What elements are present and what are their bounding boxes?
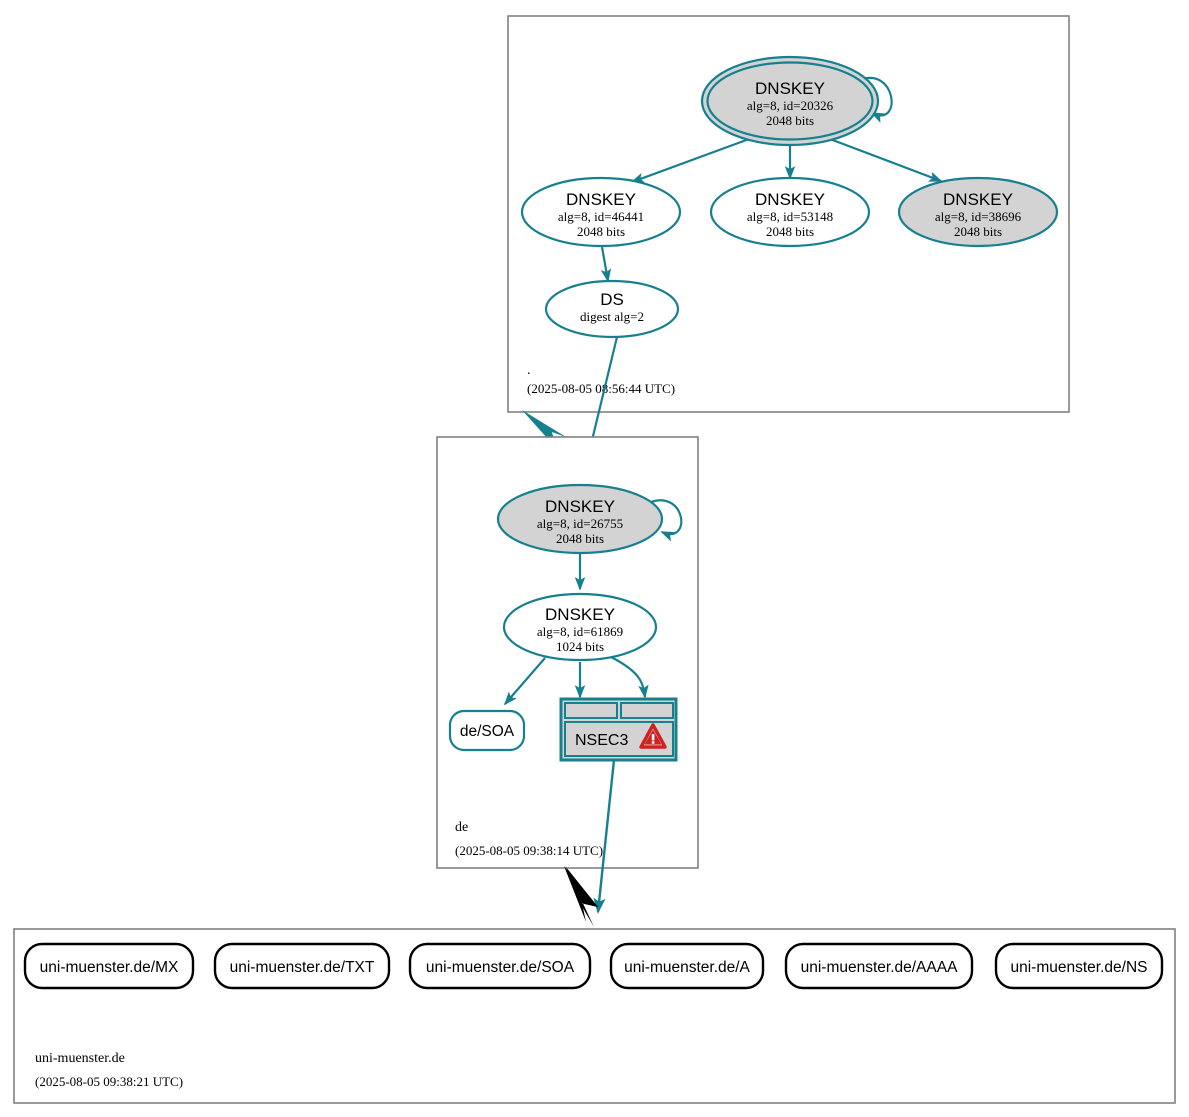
node-root-53148-line2: alg=8, id=53148	[747, 209, 833, 224]
delegation-arrow-root-to-de	[522, 410, 566, 452]
record-node-mx[interactable]: uni-muenster.de/MX	[23, 942, 195, 990]
node-root-38696-line3: 2048 bits	[954, 224, 1002, 239]
record-node-aaaa[interactable]: uni-muenster.de/AAAA	[784, 942, 974, 990]
node-root-ksk-dnskey-20326[interactable]: DNSKEY alg=8, id=20326 2048 bits	[700, 55, 880, 147]
node-root-46441-title: DNSKEY	[566, 190, 636, 209]
node-de-zsk-line3: 1024 bits	[556, 639, 604, 654]
cluster-uni-muenster: uni-muenster.de (2025-08-05 09:38:21 UTC…	[13, 928, 1176, 1104]
delegation-arrow-de-to-uni-muenster	[564, 866, 598, 927]
cluster-uni-muenster-border	[13, 928, 1176, 1104]
node-de-ksk-line2: alg=8, id=26755	[537, 516, 623, 531]
node-root-ds-title: DS	[600, 290, 624, 309]
node-root-dnskey-38696[interactable]: DNSKEY alg=8, id=38696 2048 bits	[897, 176, 1059, 248]
nsec3-header-cell-2	[620, 702, 674, 719]
edge-root-ksk-selfsign	[859, 76, 893, 123]
node-root-53148-line3: 2048 bits	[766, 224, 814, 239]
node-root-ds[interactable]: DS digest alg=2	[544, 279, 680, 339]
node-root-53148-title: DNSKEY	[755, 190, 825, 209]
node-de-ksk-line3: 2048 bits	[556, 531, 604, 546]
record-node-txt[interactable]: uni-muenster.de/TXT	[213, 942, 391, 990]
edge-root-ksk-to-46441	[630, 133, 761, 184]
edge-de-zsk-to-nsec3-b	[610, 656, 649, 699]
record-label-mx: uni-muenster.de/MX	[40, 959, 179, 976]
node-root-ds-line2: digest alg=2	[580, 309, 644, 324]
record-label-aaaa: uni-muenster.de/AAAA	[801, 959, 958, 976]
node-root-ksk-line2: alg=8, id=20326	[747, 98, 834, 113]
record-label-a: uni-muenster.de/A	[624, 959, 750, 976]
node-root-46441-line2: alg=8, id=46441	[558, 209, 644, 224]
nsec3-header-cell-1	[564, 702, 618, 719]
record-label-txt: uni-muenster.de/TXT	[230, 959, 375, 976]
node-de-ksk-dnskey-26755[interactable]: DNSKEY alg=8, id=26755 2048 bits	[496, 483, 664, 555]
node-root-ksk-title: DNSKEY	[755, 79, 825, 98]
node-root-dnskey-53148[interactable]: DNSKEY alg=8, id=53148 2048 bits	[709, 176, 871, 248]
node-de-soa-label: de/SOA	[460, 723, 515, 740]
node-de-zsk-title: DNSKEY	[545, 605, 615, 624]
node-root-dnskey-46441[interactable]: DNSKEY alg=8, id=46441 2048 bits	[520, 176, 682, 248]
cluster-de-zone-label: de	[455, 820, 468, 835]
node-root-46441-line3: 2048 bits	[577, 224, 625, 239]
node-de-ksk-title: DNSKEY	[545, 497, 615, 516]
node-de-zsk-dnskey-61869[interactable]: DNSKEY alg=8, id=61869 1024 bits	[502, 592, 658, 662]
node-de-zsk-line2: alg=8, id=61869	[537, 624, 623, 639]
edge-root-46441-to-ds	[600, 246, 612, 283]
record-node-ns[interactable]: uni-muenster.de/NS	[994, 942, 1164, 990]
node-de-nsec3-label: NSEC3	[575, 732, 628, 749]
record-label-ns: uni-muenster.de/NS	[1011, 959, 1148, 976]
node-root-ksk-line3: 2048 bits	[766, 113, 814, 128]
record-node-soa[interactable]: uni-muenster.de/SOA	[408, 942, 592, 990]
node-root-38696-title: DNSKEY	[943, 190, 1013, 209]
cluster-de-timestamp: (2025-08-05 09:38:14 UTC)	[455, 843, 603, 858]
record-node-a[interactable]: uni-muenster.de/A	[609, 942, 765, 990]
cluster-root-timestamp: (2025-08-05 08:56:44 UTC)	[527, 381, 675, 396]
node-de-nsec3[interactable]: NSEC3	[559, 697, 678, 762]
edge-root-ksk-to-38696	[821, 134, 943, 183]
record-label-soa: uni-muenster.de/SOA	[426, 959, 575, 976]
edge-de-ksk-selfsign	[650, 499, 683, 542]
edge-nsec3-to-uni-muenster	[593, 759, 616, 914]
warning-triangle-icon	[639, 723, 667, 749]
node-root-38696-line2: alg=8, id=38696	[935, 209, 1022, 224]
cluster-root-zone-label: .	[527, 363, 531, 378]
node-de-soa[interactable]: de/SOA	[448, 709, 526, 752]
edge-de-zsk-to-soa	[503, 657, 546, 706]
cluster-uni-muenster-zone-label: uni-muenster.de	[35, 1051, 125, 1066]
cluster-uni-muenster-timestamp: (2025-08-05 09:38:21 UTC)	[35, 1074, 183, 1089]
